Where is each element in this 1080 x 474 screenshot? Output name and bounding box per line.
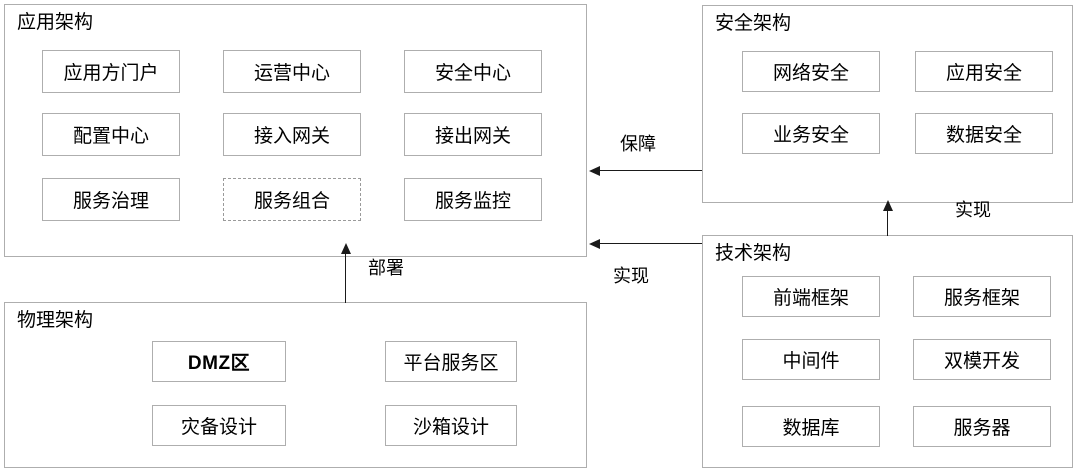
node-bimodal-development[interactable]: 双模开发 bbox=[913, 339, 1051, 380]
node-service-composition[interactable]: 服务组合 bbox=[223, 178, 361, 221]
node-egress-gateway[interactable]: 接出网关 bbox=[404, 113, 542, 156]
connector-technical-to-security bbox=[887, 203, 889, 236]
node-service-framework[interactable]: 服务框架 bbox=[913, 276, 1051, 317]
connector-technical-to-application bbox=[600, 243, 702, 245]
node-security-center[interactable]: 安全中心 bbox=[404, 50, 542, 93]
node-sandbox-design[interactable]: 沙箱设计 bbox=[385, 405, 517, 446]
panel-title-security: 安全架构 bbox=[715, 13, 792, 34]
edge-label-technical-to-application: 实现 bbox=[613, 266, 649, 286]
node-server[interactable]: 服务器 bbox=[913, 406, 1051, 447]
node-service-monitoring[interactable]: 服务监控 bbox=[404, 178, 542, 221]
edge-label-physical-to-application: 部署 bbox=[368, 258, 404, 278]
node-database[interactable]: 数据库 bbox=[742, 406, 880, 447]
node-application-portal[interactable]: 应用方门户 bbox=[42, 50, 180, 93]
panel-title-physical: 物理架构 bbox=[17, 310, 94, 331]
node-operations-center[interactable]: 运营中心 bbox=[223, 50, 361, 93]
node-config-center[interactable]: 配置中心 bbox=[42, 113, 180, 156]
arrowhead-security-to-application bbox=[589, 165, 600, 176]
edge-label-security-to-application: 保障 bbox=[620, 134, 656, 154]
node-platform-service-zone[interactable]: 平台服务区 bbox=[385, 341, 517, 382]
panel-title-application: 应用架构 bbox=[17, 12, 94, 33]
node-business-security[interactable]: 业务安全 bbox=[742, 113, 880, 154]
node-frontend-framework[interactable]: 前端框架 bbox=[742, 276, 880, 317]
node-data-security[interactable]: 数据安全 bbox=[915, 113, 1053, 154]
edge-label-technical-to-security: 实现 bbox=[955, 200, 991, 220]
node-service-governance[interactable]: 服务治理 bbox=[42, 178, 180, 221]
connector-physical-to-application bbox=[345, 249, 347, 303]
arrowhead-technical-to-security bbox=[882, 200, 893, 211]
node-ingress-gateway[interactable]: 接入网关 bbox=[223, 113, 361, 156]
arrowhead-technical-to-application bbox=[589, 238, 600, 249]
arrowhead-physical-to-application bbox=[340, 243, 351, 254]
node-dmz-zone[interactable]: DMZ区 bbox=[152, 341, 286, 382]
node-middleware[interactable]: 中间件 bbox=[742, 339, 880, 380]
node-application-security[interactable]: 应用安全 bbox=[915, 51, 1053, 92]
connector-security-to-application bbox=[600, 170, 702, 172]
panel-title-technical: 技术架构 bbox=[715, 243, 792, 264]
node-network-security[interactable]: 网络安全 bbox=[742, 51, 880, 92]
panel-security-architecture[interactable]: 安全架构 bbox=[702, 5, 1073, 203]
node-disaster-recovery-design[interactable]: 灾备设计 bbox=[152, 405, 286, 446]
